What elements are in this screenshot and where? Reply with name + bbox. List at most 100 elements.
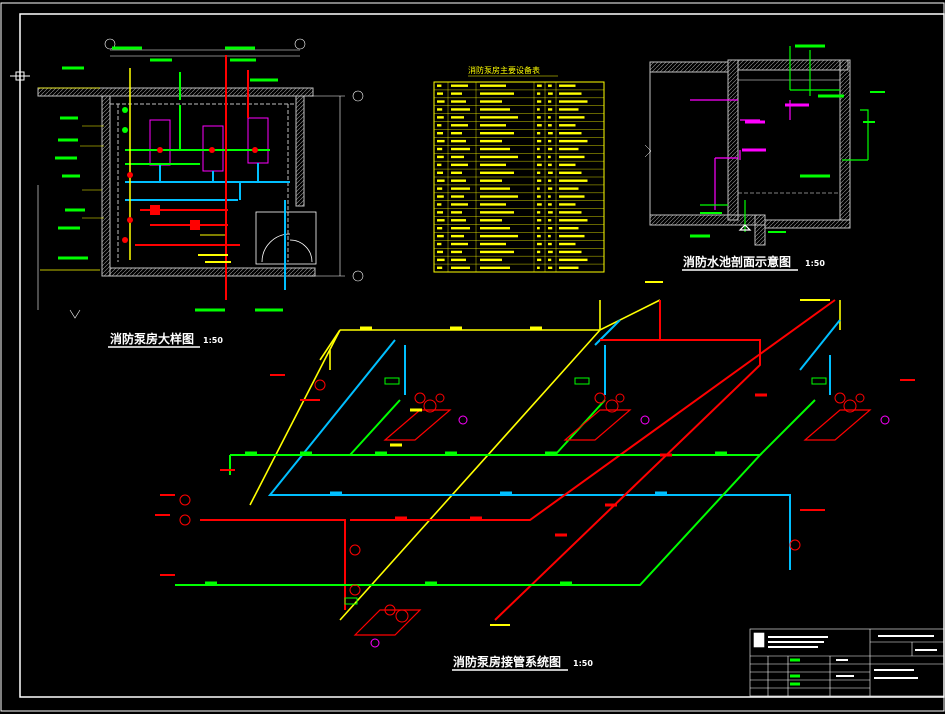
pool-section-scale: 1:50 xyxy=(805,259,825,268)
table-cell-mark xyxy=(548,187,553,190)
table-cell-mark xyxy=(548,163,552,167)
table-cell-mark xyxy=(537,258,542,262)
dimension-lines xyxy=(37,38,364,319)
table-cell-mark xyxy=(451,116,464,119)
table-cell-mark xyxy=(559,155,585,159)
table-cell-mark xyxy=(451,179,466,182)
table-cell-mark xyxy=(451,139,466,143)
table-cell-mark xyxy=(437,92,443,95)
table-cell-mark xyxy=(480,132,514,135)
table-cell-mark xyxy=(480,187,510,190)
table-cell-mark xyxy=(559,187,579,190)
table-cell-mark xyxy=(548,84,552,87)
pump-bases xyxy=(353,409,872,636)
title-block xyxy=(749,628,945,697)
table-cell-mark xyxy=(548,203,552,206)
table-cell-mark xyxy=(548,234,551,238)
table-cell-mark xyxy=(537,100,542,103)
table-cell-mark xyxy=(451,203,468,206)
table-cell-mark xyxy=(537,84,542,87)
equipment-table-cells xyxy=(437,84,588,269)
table-cell-mark xyxy=(548,132,553,135)
table-cell-mark xyxy=(451,195,464,198)
table-cell-mark xyxy=(537,124,542,127)
table-cell-mark xyxy=(437,227,443,230)
table-cell-mark xyxy=(451,124,468,127)
table-cell-mark xyxy=(451,100,466,103)
table-cell-mark xyxy=(559,163,576,167)
table-cell-mark xyxy=(537,266,540,269)
table-cell-mark xyxy=(480,234,518,238)
table-cell-mark xyxy=(437,84,442,87)
equipment-table-title: 消防泵房主要设备表 xyxy=(468,65,540,75)
pipe-system-title: 消防泵房接管系统图 xyxy=(453,654,561,669)
plan-pipes xyxy=(125,55,290,300)
table-cell-mark xyxy=(559,266,579,269)
table-cell-mark xyxy=(537,132,541,135)
table-cell-mark xyxy=(437,139,445,143)
table-cell-mark xyxy=(437,155,444,159)
table-cell-mark xyxy=(480,139,502,143)
green-pipe xyxy=(175,399,816,586)
pump-room-plan-scale: 1:50 xyxy=(203,336,223,345)
pool-structure xyxy=(649,59,851,246)
table-cell-mark xyxy=(480,124,506,127)
table-cell-mark xyxy=(537,203,542,206)
table-cell-mark xyxy=(548,250,553,254)
table-cell-mark xyxy=(451,219,466,222)
table-cell-mark xyxy=(480,147,510,151)
table-cell-mark xyxy=(537,234,541,238)
table-cell-mark xyxy=(548,124,552,127)
table-cell-mark xyxy=(559,116,585,119)
table-cell-mark xyxy=(559,195,585,198)
table-cell-mark xyxy=(548,139,552,143)
table-cell-mark xyxy=(451,211,462,214)
table-cell-mark xyxy=(537,195,541,198)
table-cell-mark xyxy=(537,108,540,111)
table-cell-mark xyxy=(537,163,542,167)
table-cell-mark xyxy=(548,266,553,269)
table-cell-mark xyxy=(559,100,588,103)
pump-room-plan-view: 消防泵房大样图 1:50 xyxy=(37,38,364,348)
table-cell-mark xyxy=(548,211,553,214)
table-cell-mark xyxy=(451,92,462,95)
table-cell-mark xyxy=(437,195,444,198)
table-cell-mark xyxy=(537,187,540,190)
pool-lines xyxy=(644,79,840,194)
table-cell-mark xyxy=(451,227,470,230)
pipe-labels xyxy=(155,281,915,626)
table-cell-mark xyxy=(437,100,445,103)
table-cell-mark xyxy=(548,155,551,159)
table-cell-mark xyxy=(559,219,588,222)
cyan-pipe xyxy=(267,319,841,570)
table-cell-mark xyxy=(559,171,582,174)
pool-section-view: 消防水池剖面示意图 1:50 xyxy=(644,44,885,271)
yellow-pipe xyxy=(249,299,841,621)
table-cell-mark xyxy=(451,84,468,87)
table-cell-mark xyxy=(537,171,541,174)
table-cell-mark xyxy=(437,258,445,262)
equipment-table-grid xyxy=(434,82,604,272)
table-cell-mark xyxy=(548,219,552,222)
table-cell-mark xyxy=(480,250,514,254)
table-cell-mark xyxy=(480,155,518,159)
table-cell-mark xyxy=(437,242,442,246)
table-cell-mark xyxy=(437,163,442,167)
table-cell-mark xyxy=(559,179,588,182)
table-cell-mark xyxy=(537,155,541,159)
table-cell-mark xyxy=(559,258,588,262)
table-cell-mark xyxy=(480,203,506,206)
table-cell-mark xyxy=(451,163,468,167)
table-cell-mark xyxy=(548,195,551,198)
room-walls xyxy=(37,87,316,277)
table-cell-mark xyxy=(548,227,553,230)
table-cell-mark xyxy=(437,234,444,238)
table-cell-mark xyxy=(451,234,464,238)
pump-clusters xyxy=(179,379,865,623)
table-cell-mark xyxy=(548,179,552,182)
table-cell-mark xyxy=(480,211,514,214)
table-cell-mark xyxy=(537,179,542,182)
table-cell-mark xyxy=(451,266,470,269)
table-cell-mark xyxy=(437,211,443,214)
